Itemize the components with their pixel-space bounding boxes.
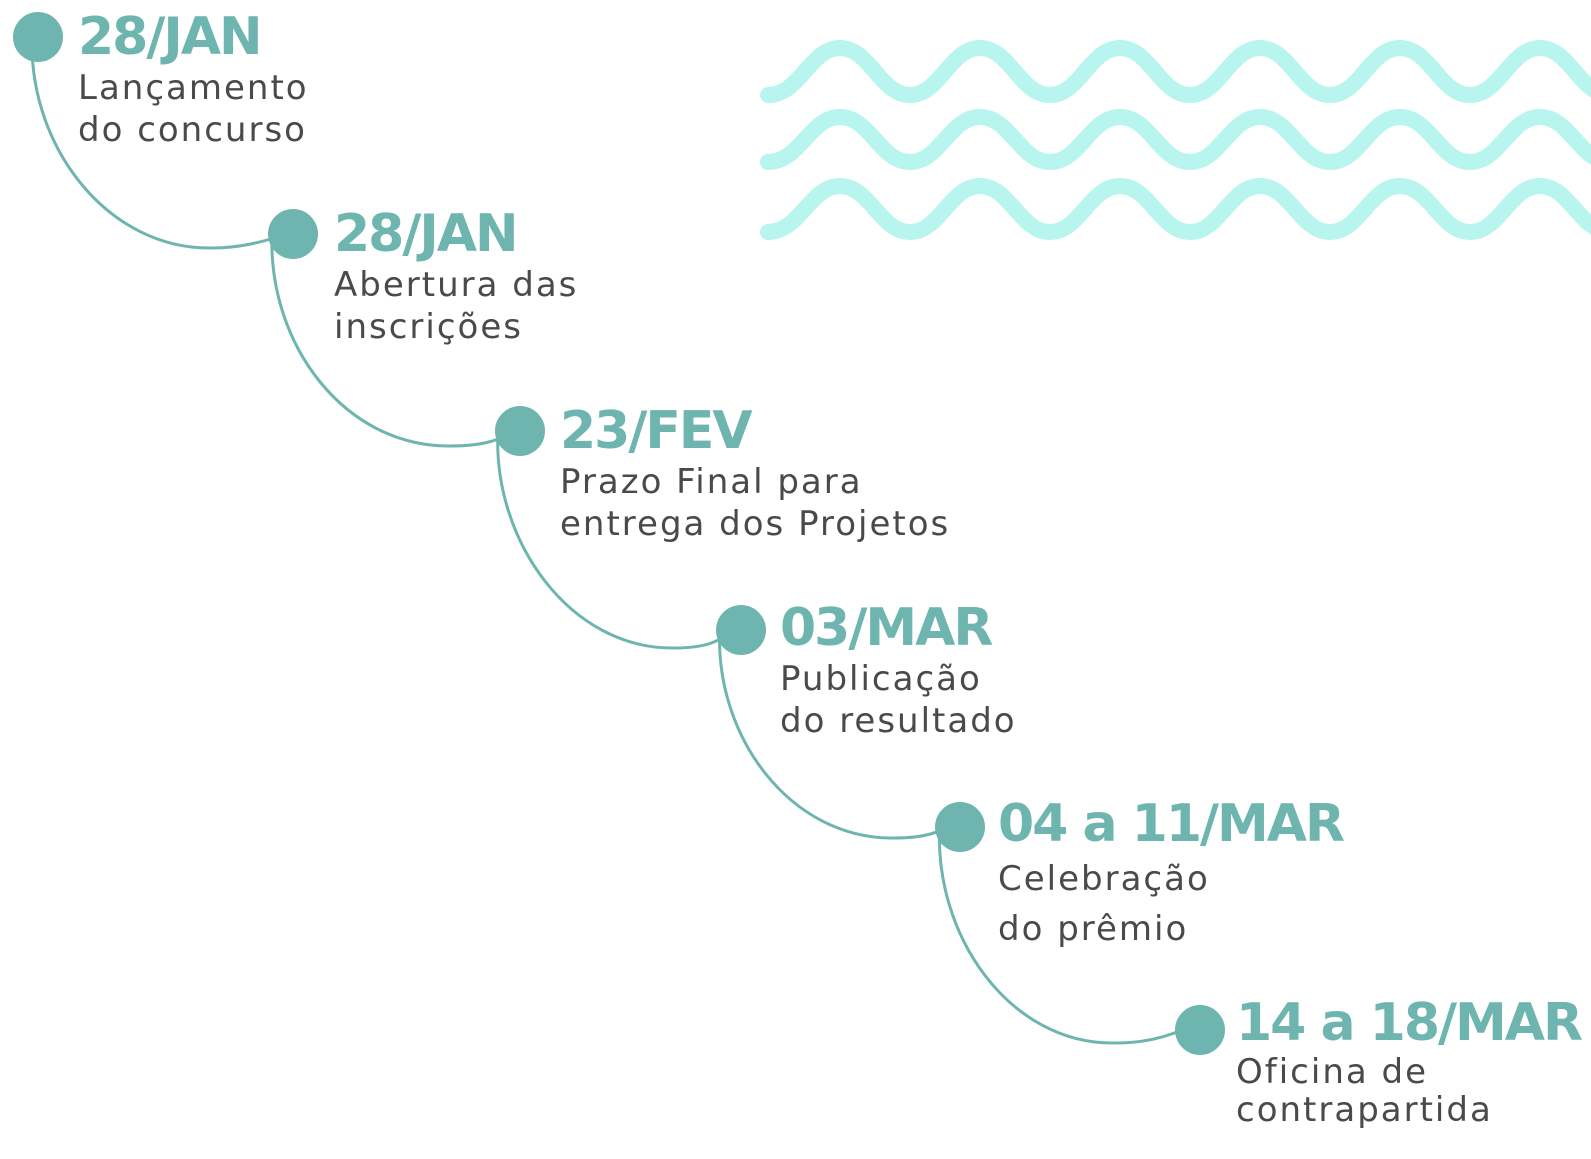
step-description-line: do concurso <box>78 110 307 150</box>
step-description: Lançamento do concurso <box>78 67 309 151</box>
timeline-step: 04 a 11/MAR Celebração do prêmio <box>998 794 1345 954</box>
wave-pattern <box>760 39 1591 241</box>
step-description: Publicação do resultado <box>780 658 1017 742</box>
step-date: 23/FEV <box>560 401 753 461</box>
step-date: 28/JAN <box>334 204 518 264</box>
timeline-connector <box>718 624 958 840</box>
wave-line <box>760 108 1591 171</box>
step-description: Oficina de contrapartida <box>1236 1053 1581 1129</box>
step-description-line: Oficina de <box>1236 1052 1429 1092</box>
step-date: 28/JAN <box>78 7 262 67</box>
step-description-line: Abertura das <box>334 265 579 305</box>
timeline-connector <box>30 38 290 250</box>
step-description-line: Prazo Final para <box>560 462 863 502</box>
timeline-node <box>1175 1005 1225 1055</box>
wave-line <box>760 177 1591 241</box>
timeline-step: 23/FEV Prazo Final para entrega dos Proj… <box>560 401 950 545</box>
step-description-line: inscrições <box>334 307 523 347</box>
step-date: 03/MAR <box>780 598 993 658</box>
timeline-connector <box>270 232 518 448</box>
timeline-node <box>13 12 63 62</box>
timeline-node <box>495 406 545 456</box>
timeline-step: 03/MAR Publicação do resultado <box>780 598 1017 742</box>
timeline-node <box>268 209 318 259</box>
timeline-step: 14 a 18/MAR Oficina de contrapartida <box>1236 993 1583 1129</box>
step-description: Prazo Final para entrega dos Projetos <box>560 461 950 545</box>
step-description-line: do prêmio <box>998 909 1189 949</box>
timeline-node <box>935 802 985 852</box>
step-description-line: Celebração <box>998 859 1210 899</box>
timeline-step: 28/JAN Abertura das inscrições <box>334 204 578 348</box>
step-description-line: Publicação <box>780 659 982 699</box>
timeline-connector <box>937 820 1194 1045</box>
step-description-line: do resultado <box>780 701 1017 741</box>
timeline-connector <box>496 428 740 650</box>
step-date: 04 a 11/MAR <box>998 794 1345 854</box>
timeline-step: 28/JAN Lançamento do concurso <box>78 7 309 151</box>
step-description-line: contrapartida <box>1236 1090 1493 1130</box>
step-description-line: Lançamento <box>78 68 309 108</box>
step-date: 14 a 18/MAR <box>1236 993 1583 1053</box>
timeline-node <box>716 605 766 655</box>
step-description-line: entrega dos Projetos <box>560 504 951 544</box>
step-description: Abertura das inscrições <box>334 264 578 348</box>
step-description: Celebração do prêmio <box>998 854 1343 954</box>
wave-line <box>760 39 1591 104</box>
